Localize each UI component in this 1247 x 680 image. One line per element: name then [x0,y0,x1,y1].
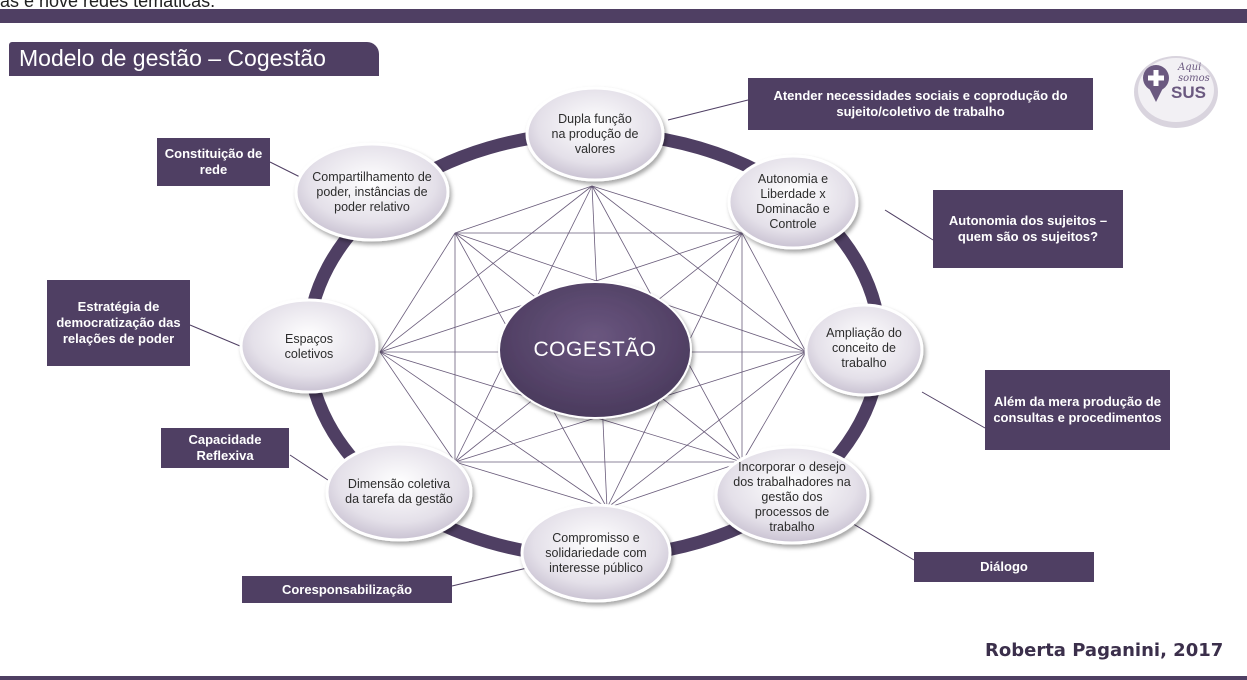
node-dimensao [325,442,473,542]
node-dupla-funcao [525,86,665,182]
node-label-incorporar: Incorporar o desejo dos trabalhadores na… [733,459,851,534]
node-compromisso [520,503,672,603]
node-autonomia [727,154,859,250]
callout-coresponsabilizacao: Coresponsabilização [242,576,452,603]
node-incorporar [714,445,870,545]
svg-text:somos: somos [1178,73,1210,84]
center-label: COGESTÃO [533,338,657,361]
callout-estrategia: Estratégia de democratização das relaçõe… [47,280,190,366]
callout-constituicao: Constituição de rede [157,138,270,186]
node-compartilhamento [294,142,450,242]
header-bar [0,9,1247,23]
aqui-somos-sus-logo: Aqui somos SUS [1134,56,1218,128]
node-label-ampliacao: Ampliação do conceito de trabalho [826,325,902,370]
node-label-compartilhamento: Compartilhamento de poder, instâncias de… [312,169,432,214]
node-label-espacos: Espaços coletivos [284,332,334,361]
node-ellipses [239,86,924,603]
callout-autonomia-sujeitos: Autonomia dos sujeitos – quem são os suj… [933,190,1123,268]
node-label-autonomia: Autonomia e Liberdade x Dominacão e Cont… [756,172,830,231]
clipped-top-text: as e nove redes temáticas. [0,0,216,11]
leader-lines [189,99,986,587]
node-label-dimensao: Dimensão coletiva da tarefa da gestão [345,477,453,506]
node-espacos [239,298,379,394]
svg-text:SUS: SUS [1171,83,1206,102]
center-ellipse [498,281,692,419]
slide-title: Modelo de gestão – Cogestão [19,45,326,71]
footer-line [0,676,1247,680]
node-label-compromisso: Compromisso e solidariedade com interess… [545,530,647,575]
callout-capacidade: Capacidade Reflexiva [161,428,289,468]
callout-alem: Além da mera produção de consultas e pro… [985,370,1170,450]
callout-atender: Atender necessidades sociais e coproduçã… [748,78,1093,130]
node-ampliacao [804,303,924,397]
node-label-dupla-funcao: Dupla função na produção de valores [551,111,639,156]
svg-text:Aqui: Aqui [1177,62,1201,73]
footer-credit: Roberta Paganini, 2017 [985,640,1224,661]
slide-title-box: Modelo de gestão – Cogestão [9,42,379,76]
callout-dialogo: Diálogo [914,552,1094,582]
